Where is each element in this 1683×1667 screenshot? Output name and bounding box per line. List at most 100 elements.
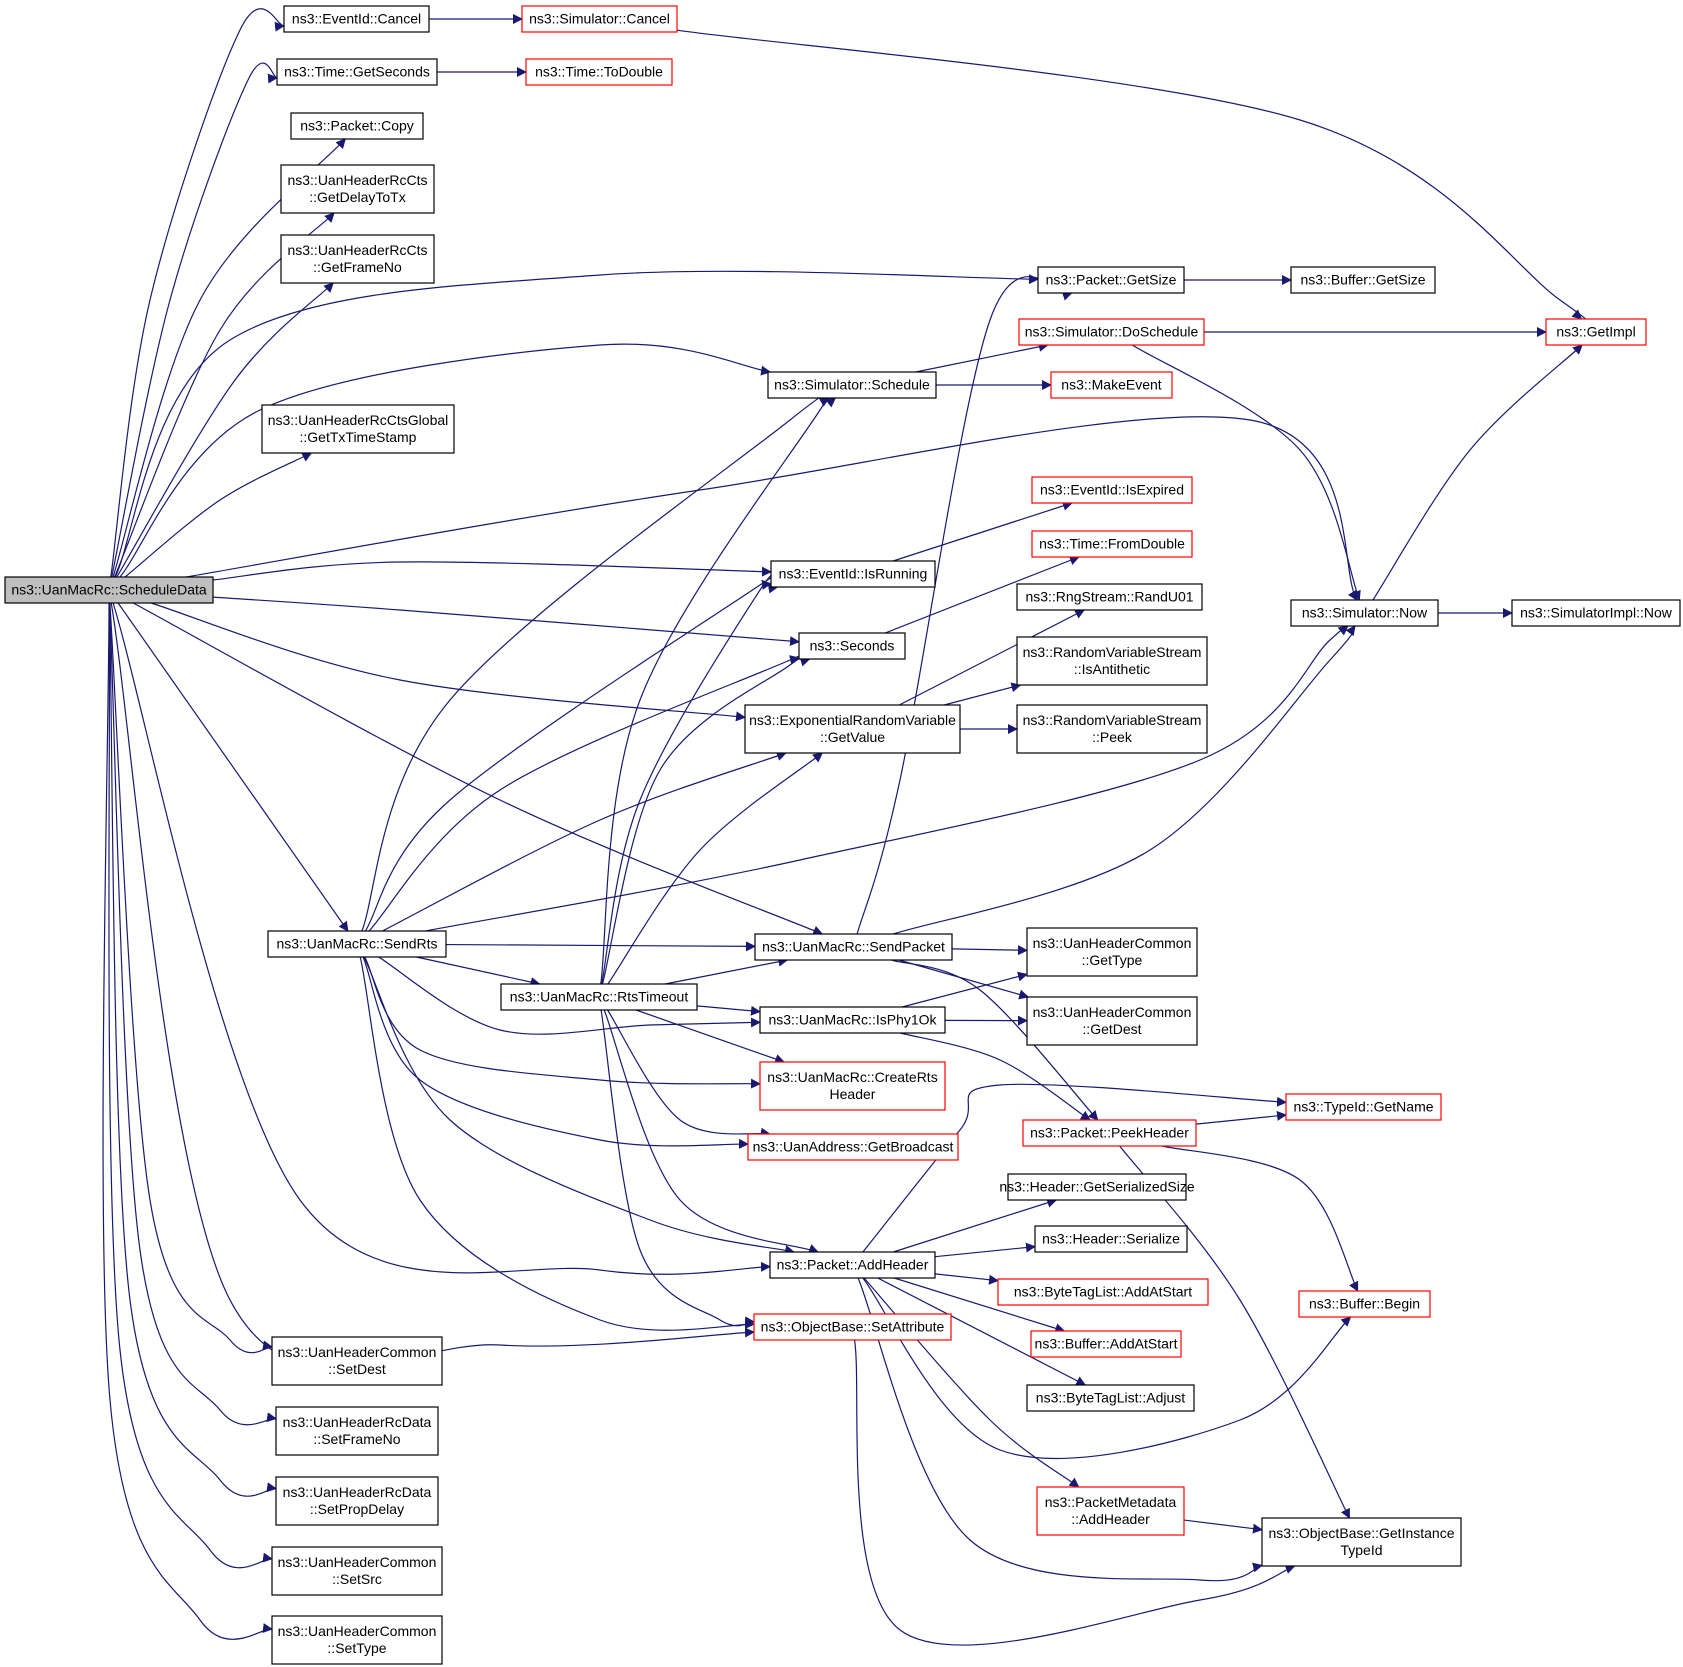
edge-line [150, 602, 746, 722]
node-getbroadcast[interactable]: ns3::UanAddress::GetBroadcast [747, 1133, 959, 1161]
edge-line [425, 624, 1349, 932]
node-box [798, 632, 906, 660]
node-box [769, 1251, 936, 1279]
node-label: ns3::UanHeaderCommon [278, 1344, 437, 1360]
node-btladjust[interactable]: ns3::ByteTagList::Adjust [1026, 1384, 1195, 1412]
node-setdest[interactable]: ns3::UanHeaderCommon::SetDest [271, 1336, 443, 1386]
node-box [1026, 927, 1198, 977]
node-simsched[interactable]: ns3::Simulator::Schedule [767, 371, 937, 399]
node-randu01[interactable]: ns3::RngStream::RandU01 [1016, 583, 1203, 611]
node-box [4, 576, 214, 604]
edge-line [951, 945, 1028, 956]
node-box [267, 930, 447, 958]
node-label: ns3::EventId::IsExpired [1040, 482, 1184, 498]
node-root[interactable]: ns3::UanMacRc::ScheduleData [4, 576, 214, 604]
node-getframeno[interactable]: ns3::UanHeaderRcCts::GetFrameNo [280, 234, 435, 284]
node-label: ns3::UanHeaderRcCts [287, 242, 427, 258]
node-rtstimeout[interactable]: ns3::UanMacRc::RtsTimeout [500, 983, 698, 1011]
node-isrunning[interactable]: ns3::EventId::IsRunning [770, 560, 936, 588]
edge-line [877, 1277, 1087, 1386]
node-rvspeek[interactable]: ns3::RandomVariableStream::Peek [1016, 704, 1208, 754]
edge-line [109, 602, 277, 1426]
node-typegetname[interactable]: ns3::TypeId::GetName [1285, 1093, 1442, 1121]
node-box [275, 1476, 439, 1526]
edge-expgetval-to-isanti [943, 682, 1022, 706]
node-commongetdest[interactable]: ns3::UanHeaderCommon::GetDest [1026, 996, 1198, 1046]
node-getsersize[interactable]: ns3::Header::GetSerializedSize [999, 1173, 1195, 1201]
node-isanti[interactable]: ns3::RandomVariableStream::IsAntithetic [1016, 636, 1208, 686]
edge-line [1372, 344, 1583, 601]
node-simnow[interactable]: ns3::Simulator::Now [1290, 599, 1439, 627]
node-label: ::IsAntithetic [1074, 661, 1150, 677]
edge-line [112, 602, 771, 1275]
node-label: ns3::UanMacRc::SendRts [276, 936, 437, 952]
node-pktgetsize[interactable]: ns3::Packet::GetSize [1037, 266, 1185, 294]
edge-line [635, 1009, 786, 1064]
node-label: ::GetDelayToTx [309, 189, 405, 205]
edge-line [893, 625, 1356, 935]
node-makeevent[interactable]: ns3::MakeEvent [1050, 371, 1173, 399]
node-setattr[interactable]: ns3::ObjectBase::SetAttribute [753, 1313, 952, 1341]
edge-line [1195, 1110, 1287, 1125]
node-settype[interactable]: ns3::UanHeaderCommon::SetType [271, 1615, 443, 1665]
node-commongettype[interactable]: ns3::UanHeaderCommon::GetType [1026, 927, 1198, 977]
node-label: ns3::UanHeaderCommon [1033, 1004, 1192, 1020]
edge-line [607, 1009, 771, 1138]
node-label: ::Peek [1092, 729, 1133, 745]
edge-line [378, 956, 761, 1035]
node-sendrts[interactable]: ns3::UanMacRc::SendRts [267, 930, 447, 958]
edge-simnow-to-getimpl [1372, 344, 1583, 601]
node-bufbegin[interactable]: ns3::Buffer::Begin [1298, 1290, 1431, 1318]
node-gettxts[interactable]: ns3::UanHeaderRcCtsGlobal::GetTxTimeStam… [261, 404, 455, 454]
node-isphy1ok[interactable]: ns3::UanMacRc::IsPhy1Ok [759, 1006, 946, 1034]
node-dosched[interactable]: ns3::Simulator::DoSchedule [1018, 318, 1205, 346]
node-box [1034, 1225, 1188, 1253]
node-box [1016, 636, 1208, 686]
node-expgetval[interactable]: ns3::ExponentialRandomVariable::GetValue [744, 704, 961, 754]
edge-peekheader-to-typegetname [1195, 1110, 1287, 1125]
node-pktcopy[interactable]: ns3::Packet::Copy [290, 112, 424, 140]
node-seconds[interactable]: ns3::Seconds [798, 632, 906, 660]
node-getseconds[interactable]: ns3::Time::GetSeconds [276, 58, 438, 86]
node-label: ns3::Header::GetSerializedSize [999, 1179, 1195, 1195]
node-box [500, 983, 698, 1011]
node-label: ns3::Time::GetSeconds [284, 64, 430, 80]
node-hdrserialize[interactable]: ns3::Header::Serialize [1034, 1225, 1188, 1253]
node-pmaddheader[interactable]: ns3::PacketMetadata::AddHeader [1036, 1486, 1185, 1536]
node-fromdouble[interactable]: ns3::Time::FromDouble [1031, 530, 1193, 558]
node-label: ns3::RngStream::RandU01 [1025, 589, 1193, 605]
node-btladdatstart[interactable]: ns3::ByteTagList::AddAtStart [997, 1278, 1209, 1306]
edge-line [892, 501, 1073, 562]
node-label: ns3::RandomVariableStream [1023, 644, 1202, 660]
node-simcancel[interactable]: ns3::Simulator::Cancel [521, 5, 678, 33]
node-addheader[interactable]: ns3::Packet::AddHeader [769, 1251, 936, 1279]
edge-line [363, 956, 795, 1255]
node-bufaddatstart[interactable]: ns3::Buffer::AddAtStart [1030, 1330, 1182, 1358]
edge-sendrts-to-addheader [363, 956, 795, 1255]
node-box [1261, 1517, 1462, 1567]
node-sendpacket[interactable]: ns3::UanMacRc::SendPacket [754, 933, 953, 961]
node-label: ns3::Simulator::DoSchedule [1025, 324, 1199, 340]
node-label: ns3::Header::Serialize [1042, 1231, 1180, 1247]
node-evcancel[interactable]: ns3::EventId::Cancel [283, 5, 430, 33]
node-getdelay[interactable]: ns3::UanHeaderRcCts::GetDelayToTx [280, 164, 435, 214]
edge-sendrts-to-sendpacket [445, 941, 756, 952]
node-label: ns3::ObjectBase::GetInstance [1269, 1525, 1455, 1541]
edge-root-to-setdest [109, 602, 273, 1354]
node-todouble[interactable]: ns3::Time::ToDouble [525, 58, 673, 86]
node-bufgetsize[interactable]: ns3::Buffer::GetSize [1290, 266, 1436, 294]
node-isexpired[interactable]: ns3::EventId::IsExpired [1031, 476, 1193, 504]
edge-isphy1ok-to-commongettype [901, 971, 1028, 1008]
node-setpropdelay[interactable]: ns3::UanHeaderRcData::SetPropDelay [275, 1476, 439, 1526]
node-box [271, 1336, 443, 1386]
node-getimpl[interactable]: ns3::GetImpl [1545, 318, 1647, 346]
node-peekheader[interactable]: ns3::Packet::PeekHeader [1022, 1119, 1197, 1147]
node-setsrc[interactable]: ns3::UanHeaderCommon::SetSrc [271, 1546, 443, 1596]
node-setframeno[interactable]: ns3::UanHeaderRcData::SetFrameNo [275, 1406, 439, 1456]
node-box [1026, 996, 1198, 1046]
node-label: ::SetPropDelay [310, 1501, 404, 1517]
node-implnow[interactable]: ns3::SimulatorImpl::Now [1511, 599, 1681, 627]
node-layer: ns3::UanMacRc::ScheduleData ns3::EventId:… [4, 5, 1681, 1665]
